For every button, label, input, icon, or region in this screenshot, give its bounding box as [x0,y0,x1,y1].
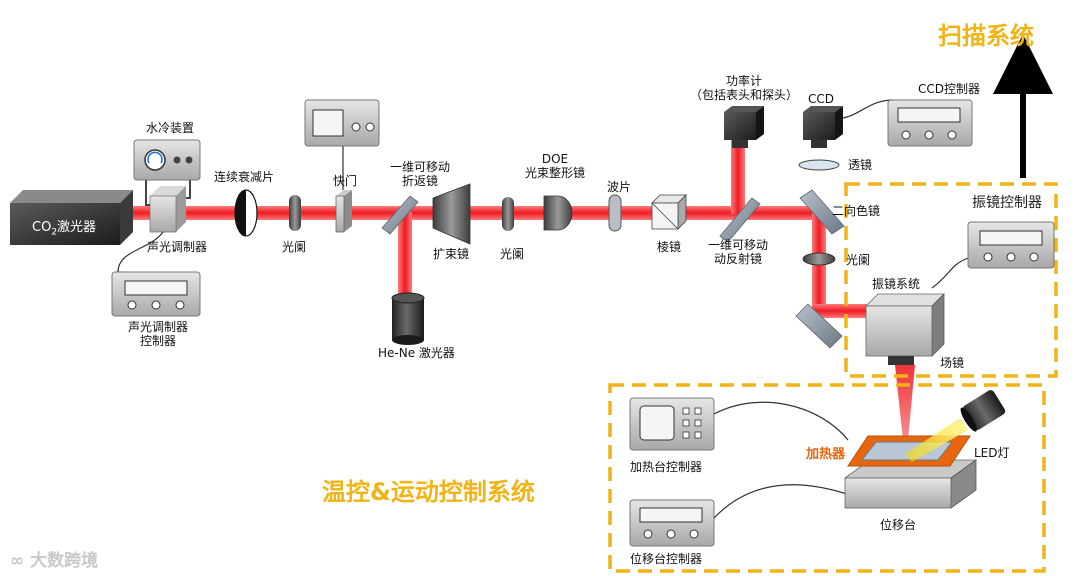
waveplate-label: 波片 [607,180,632,194]
aperture-3-element [802,252,836,266]
aperture-2-label: 光阑 [500,247,525,261]
movable-reflector [719,197,761,243]
aom-cube [149,186,186,233]
lens-label: 透镜 [848,158,873,172]
scan-system-box [844,182,1058,378]
fold-mirror-label: 一维可移动 折返镜 [389,160,450,188]
aom-controller-label: 声光调制器 控制器 [127,320,188,348]
stage-device [843,459,978,509]
aom-label: 声光调制器 [147,240,208,254]
water-cooling-device [133,139,201,206]
led-light-beam [905,418,968,462]
watermark-logo-icon: ∞ [10,551,31,571]
power-meter-label: 功率计 （包括表头和探头） [689,74,798,102]
reflector-label: 一维可移动 动反射镜 [707,238,768,266]
led-lamp [960,390,1006,432]
waveplate-element [608,194,622,232]
heater-label: 加热器 [806,447,846,462]
prism-label: 棱镜 [657,240,682,254]
galvo-fold-mirror [795,303,843,349]
hene-laser-device [391,292,425,345]
dichroic-mirror [799,189,845,235]
dichroic-label: 二向色镜 [832,204,881,218]
doe-label: DOE 光束整形镜 [524,152,585,180]
galvo-controller-device [967,221,1055,269]
heater-device [847,435,971,467]
attenuator-label: 连续衰减片 [214,170,275,184]
attenuator-disk [234,189,258,237]
galvo-controller-label: 振镜控制器 [972,195,1042,211]
shutter-controller-device [304,99,380,190]
motion-system-box [608,383,1046,573]
laser-beam-path [120,140,915,440]
heater-controller-label: 加热台控制器 [630,460,703,474]
co2-laser [10,190,133,245]
aperture-1-element [289,195,301,231]
stage-controller-label: 位移台控制器 [630,552,703,566]
ccd-controller-device [887,99,973,147]
galvo-system-label: 振镜系统 [872,277,921,291]
power-meter-device [724,106,764,148]
aperture-3-label: 光阑 [846,253,871,267]
co2-laser-label: CO2激光器 [32,220,97,238]
motion-system-title: 温控&运动控制系统 [322,478,535,506]
galvo-system-device [865,257,969,365]
stage-label: 位移台 [880,518,917,532]
ccd-camera [803,99,894,148]
heater-controller-device [629,397,849,451]
led-label: LED灯 [974,446,1010,460]
fold-mirror [381,195,419,235]
stage-controller-device [629,484,851,547]
doe-element [543,195,573,231]
beam-expander-element [432,183,471,245]
shutter-device [335,190,352,233]
hene-laser-label: He-Ne 激光器 [378,346,455,360]
prism-cube [651,194,687,230]
ccd-controller-label: CCD控制器 [918,82,980,96]
aperture-1-label: 光阑 [282,240,307,254]
watermark: ∞ 大数跨境 [10,551,99,571]
aperture-2-element [502,197,514,231]
water-cooling-label: 水冷装置 [146,121,195,135]
beam-expander-label: 扩束镜 [433,247,470,261]
scan-system-title: 扫描系统 [938,22,1034,50]
lens-element [798,159,840,171]
field-lens-label: 场镜 [940,356,965,370]
ccd-label: CCD [808,92,834,106]
aom-controller-device [111,231,201,317]
shutter-label: 快门 [333,174,358,188]
